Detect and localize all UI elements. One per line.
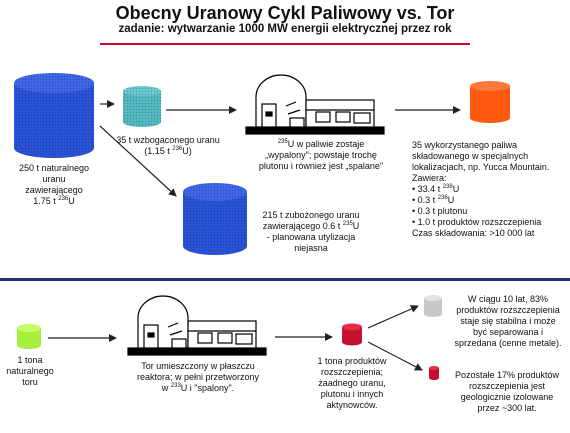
isolated-products-line4: przez ~300 lat. xyxy=(477,403,537,413)
spent-fuel-item: • 1.0 t produktów rozszczepienia xyxy=(412,217,542,227)
stable-products-line4: być separowana i xyxy=(472,327,544,337)
isolated-products-cylinder xyxy=(429,366,439,380)
spent-fuel-cylinder xyxy=(470,81,510,123)
spent-fuel-label: 35 wykorzystanego paliwa składowanego w … xyxy=(412,140,568,239)
page-subtitle: zadanie: wytwarzanie 1000 MW energii ele… xyxy=(118,23,452,35)
natural-uranium-line1: 250 t naturalnego xyxy=(18,163,90,173)
thorium-line3: toru xyxy=(22,377,38,387)
natural-uranium-line4: 1.75 t 236U xyxy=(33,196,75,206)
arrow-natural-to-depleted xyxy=(99,125,177,197)
spent-fuel-storage-time: Czas składowania: >10 000 lat xyxy=(412,228,535,238)
depleted-uranium-cylinder xyxy=(183,183,247,255)
fission-products-line2: rozszczepienia; xyxy=(320,367,384,377)
thorium-reactor-line2: reaktora; w pełni przetworzony xyxy=(136,372,260,382)
page-title: Obecny Uranowy Cykl Paliwowy vs. Tor xyxy=(115,3,455,23)
uranium-reactor-label: 235U w paliwie zostaje „wypalony"; powst… xyxy=(246,139,396,172)
title-underline xyxy=(100,43,470,45)
depleted-uranium-line2: zawierającego 0.6 t 235U xyxy=(262,221,360,231)
spent-fuel-line1: 35 wykorzystanego paliwa xyxy=(412,140,518,150)
depleted-uranium-line4: niejasna xyxy=(294,243,328,253)
fission-products-cylinder xyxy=(342,323,362,346)
thorium-line1: 1 tona xyxy=(17,355,43,365)
thorium-reactor-label: Tor umieszczony w płaszczu reaktora; w p… xyxy=(128,361,268,394)
stable-products-line5: sprzedana (cenne metale). xyxy=(454,338,562,348)
reactor-icon-top xyxy=(245,74,385,135)
spent-fuel-line2: składowanego w specjalnych xyxy=(412,151,529,161)
depleted-uranium-line3: - planowana utylizacja xyxy=(266,232,356,242)
enriched-uranium-cylinder xyxy=(123,86,161,127)
isolated-products-line3: geologicznie izolowane xyxy=(460,392,554,402)
enriched-uranium-line2: (1.15 t 236U) xyxy=(144,146,192,156)
stable-products-cylinder xyxy=(424,295,442,317)
uranium-reactor-line3: plutonu i również jest „spalane" xyxy=(258,161,384,171)
fission-products-label: 1 tona produktów rozszczepienia; żaadneg… xyxy=(302,356,402,411)
fission-products-line4: plutonu i innych xyxy=(320,389,384,399)
reactor-icon-bottom xyxy=(127,295,267,356)
natural-uranium-cylinder xyxy=(14,73,94,158)
spent-fuel-line3: lokalizacjach, np. Yucca Mountain. xyxy=(412,162,550,172)
arrow-fission-to-stable xyxy=(367,305,419,329)
natural-uranium-line2: uranu xyxy=(42,174,66,184)
isolated-products-line1: Pozostałe 17% produktów xyxy=(454,370,560,380)
depleted-uranium-line1: 215 t zubożonego uranu xyxy=(262,210,360,220)
spent-fuel-line4: Zawiera: xyxy=(412,173,447,183)
fission-products-line3: żaadnego uranu, xyxy=(318,378,386,388)
arrow-fission-to-isolated xyxy=(367,341,423,371)
stable-products-line1: W ciągu 10 lat, 83% xyxy=(467,294,549,304)
isolated-products-label: Pozostałe 17% produktów rozszczepienia j… xyxy=(448,370,566,414)
natural-uranium-line3: zawierającego xyxy=(25,185,83,195)
isolated-products-line2: rozszczepienia jest xyxy=(468,381,546,391)
spent-fuel-item: • 33.4 t 238U xyxy=(412,184,460,194)
fission-products-line5: aktynowców. xyxy=(326,400,378,410)
uranium-reactor-line1: 235U w paliwie zostaje xyxy=(277,139,365,149)
thorium-line2: naturalnego xyxy=(6,366,54,376)
enriched-uranium-label: 35 t wzbogaconego uranu (1.15 t 236U) xyxy=(108,135,228,157)
thorium-cylinder xyxy=(17,324,41,349)
spent-fuel-item: • 0.3 t plutonu xyxy=(412,206,468,216)
natural-uranium-label: 250 t naturalnego uranu zawierającego 1.… xyxy=(0,163,108,207)
uranium-reactor-line2: „wypalony"; powstaje trochę xyxy=(265,150,377,160)
enriched-uranium-line1: 35 t wzbogaconego uranu xyxy=(116,135,220,145)
stable-products-label: W ciągu 10 lat, 83% produktów rozszczepi… xyxy=(448,294,568,349)
section-divider xyxy=(0,278,570,281)
stable-products-line2: produktów rozszczepienia xyxy=(456,305,560,315)
stable-products-line3: staje się stabilna i może xyxy=(460,316,556,326)
thorium-reactor-line1: Tor umieszczony w płaszczu xyxy=(141,361,255,371)
fission-products-line1: 1 tona produktów xyxy=(317,356,387,366)
thorium-label: 1 tona naturalnego toru xyxy=(0,355,60,388)
thorium-reactor-line3: w 233U i "spalony". xyxy=(161,383,235,393)
depleted-uranium-label: 215 t zubożonego uranu zawierającego 0.6… xyxy=(246,210,376,254)
spent-fuel-item: • 0.3 t 236U xyxy=(412,195,455,205)
